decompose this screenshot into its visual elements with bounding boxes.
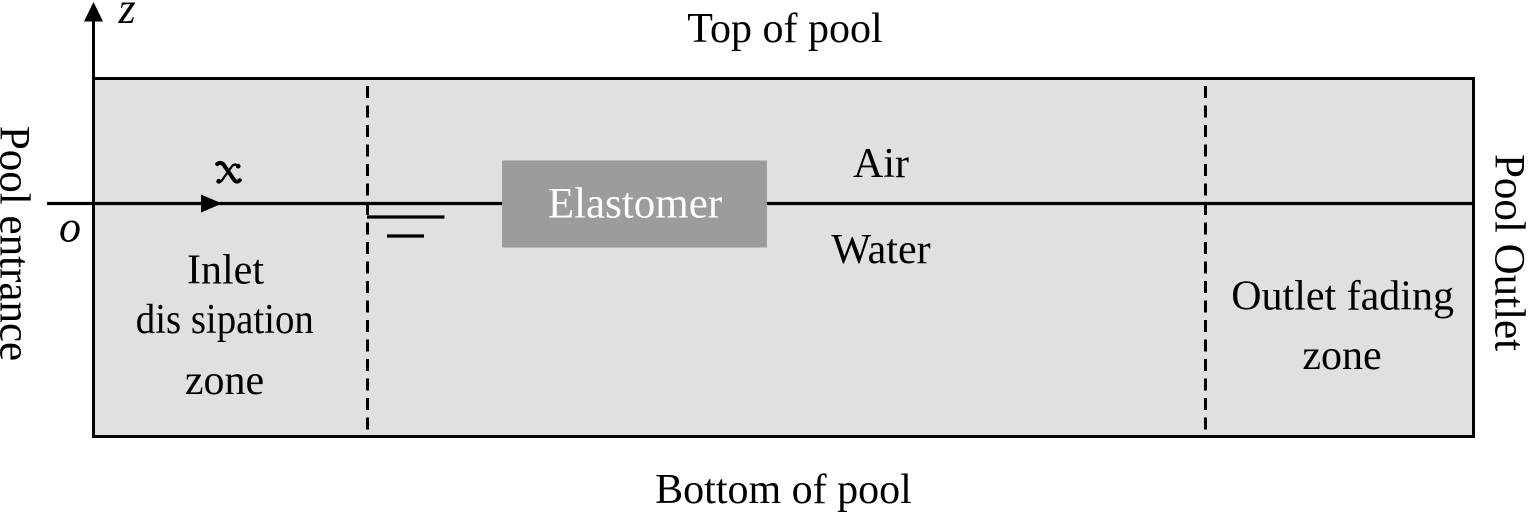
svg-text:Outlet fading: Outlet fading bbox=[1231, 274, 1454, 320]
svg-text:Top of pool: Top of pool bbox=[687, 6, 882, 52]
svg-text:Pool Outlet: Pool Outlet bbox=[1486, 154, 1528, 351]
svg-text:zone: zone bbox=[185, 358, 264, 404]
svg-text:o: o bbox=[59, 203, 81, 252]
svg-text:Inlet: Inlet bbox=[187, 247, 264, 293]
svg-text:dis sipation: dis sipation bbox=[136, 297, 314, 343]
svg-text:Bottom of pool: Bottom of pool bbox=[655, 467, 912, 512]
svg-text:z: z bbox=[117, 0, 135, 33]
svg-text:Pool entrance: Pool entrance bbox=[0, 126, 38, 361]
svg-text:Air: Air bbox=[853, 141, 909, 187]
svg-text:zone: zone bbox=[1302, 333, 1381, 379]
svg-text:Water: Water bbox=[831, 227, 930, 273]
svg-text:Elastomer: Elastomer bbox=[548, 181, 722, 228]
